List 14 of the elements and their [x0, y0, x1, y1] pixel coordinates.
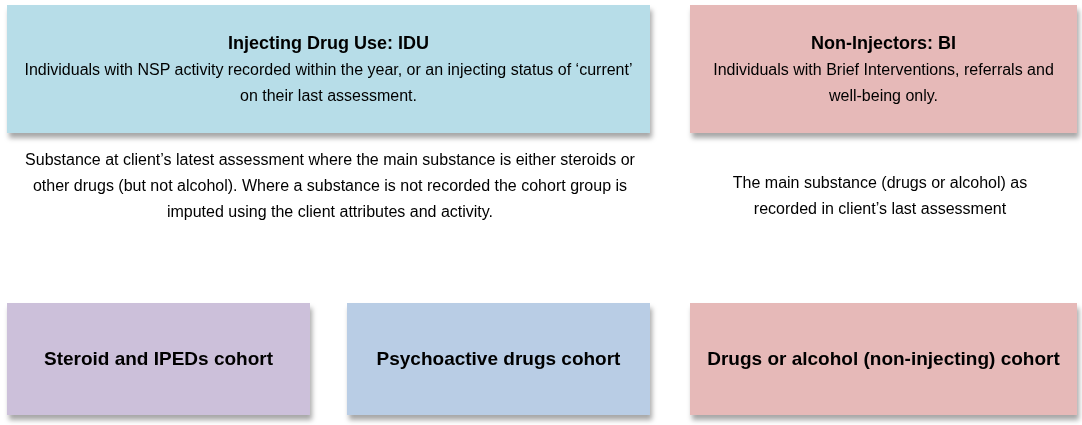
box-description: Individuals with Brief Interventions, referrals and well-being only. — [712, 60, 1055, 106]
category-box — [347, 303, 650, 415]
note-text: The main substance (drugs or alcohol) as recorded in client’s last assessment — [731, 173, 1029, 219]
box-title: Injecting Drug Use: IDU — [228, 32, 429, 55]
category-box — [690, 5, 1077, 133]
box-title: Steroid and IPEDs cohort — [43, 347, 274, 371]
box-title: Psychoactive drugs cohort — [376, 347, 621, 371]
note-text: Substance at client’s latest assessment where the main substance is either steroids or other drugs (but not alcohol). Where a substance is not recorded the cohort group is imputed using the client attributes and activity. — [24, 150, 636, 222]
category-box — [7, 303, 310, 415]
box-title: Drugs or alcohol (non-injecting) cohort — [707, 347, 1060, 371]
category-box — [690, 303, 1077, 415]
box-title: Non-Injectors: BI — [811, 32, 956, 55]
box-description: Individuals with NSP activity recorded within the year, or an injecting status of ‘current’ on their last assessment. — [23, 60, 634, 106]
category-box — [7, 5, 650, 133]
